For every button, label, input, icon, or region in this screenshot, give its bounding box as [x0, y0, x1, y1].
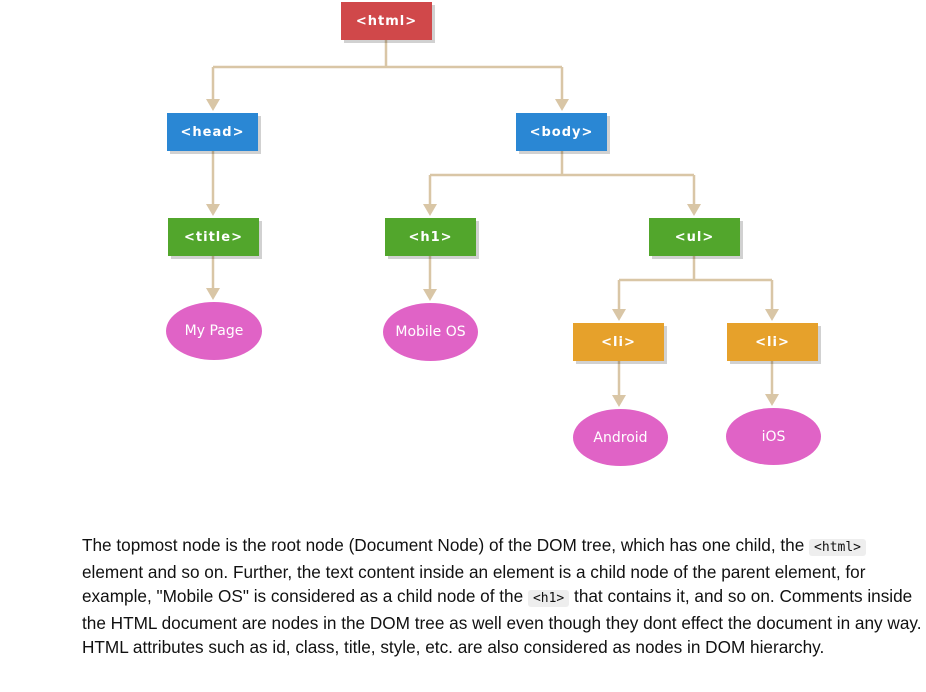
arrow-to-ul: [687, 204, 701, 216]
node-html: <html>: [341, 2, 432, 40]
h1-code-snippet: <h1>: [527, 590, 570, 607]
text-node-my-page: My Page: [166, 302, 262, 360]
arrow-to-head: [206, 99, 220, 111]
description-text-3: that contains it, and so on. Comments in…: [82, 586, 922, 657]
text-node-ios: iOS: [726, 408, 821, 465]
node-h1: <h1>: [385, 218, 476, 256]
node-title: <title>: [168, 218, 259, 256]
arrow-to-my-page: [206, 288, 220, 300]
description-text-2: element and so on. Further, the text con…: [82, 562, 866, 606]
description-paragraph: The topmost node is the root node (Docum…: [82, 533, 922, 659]
arrow-to-body: [555, 99, 569, 111]
arrow-to-li-2: [765, 309, 779, 321]
connector-body-children: [428, 151, 696, 205]
description-text-1: The topmost node is the root node (Docum…: [82, 535, 810, 555]
text-node-mobile-os: Mobile OS: [383, 303, 478, 361]
arrow-to-android: [612, 395, 626, 407]
dom-tree-diagram: <html> <head> <body> <title> <h1> <ul> <…: [166, 2, 821, 466]
text-node-android: Android: [573, 409, 668, 466]
arrow-to-ios: [765, 394, 779, 406]
arrow-to-li-1: [612, 309, 626, 321]
html-code-snippet: <html>: [809, 539, 867, 556]
arrow-to-title: [206, 204, 220, 216]
node-head: <head>: [167, 113, 258, 151]
node-ul: <ul>: [649, 218, 740, 256]
node-li-1: <li>: [573, 323, 664, 361]
connector-lines: [206, 40, 779, 407]
arrow-to-mobile-os: [423, 289, 437, 301]
connector-ul-children: [617, 256, 774, 310]
connector-html-children: [211, 40, 564, 99]
node-li-2: <li>: [727, 323, 818, 361]
arrow-to-h1: [423, 204, 437, 216]
node-body: <body>: [516, 113, 607, 151]
